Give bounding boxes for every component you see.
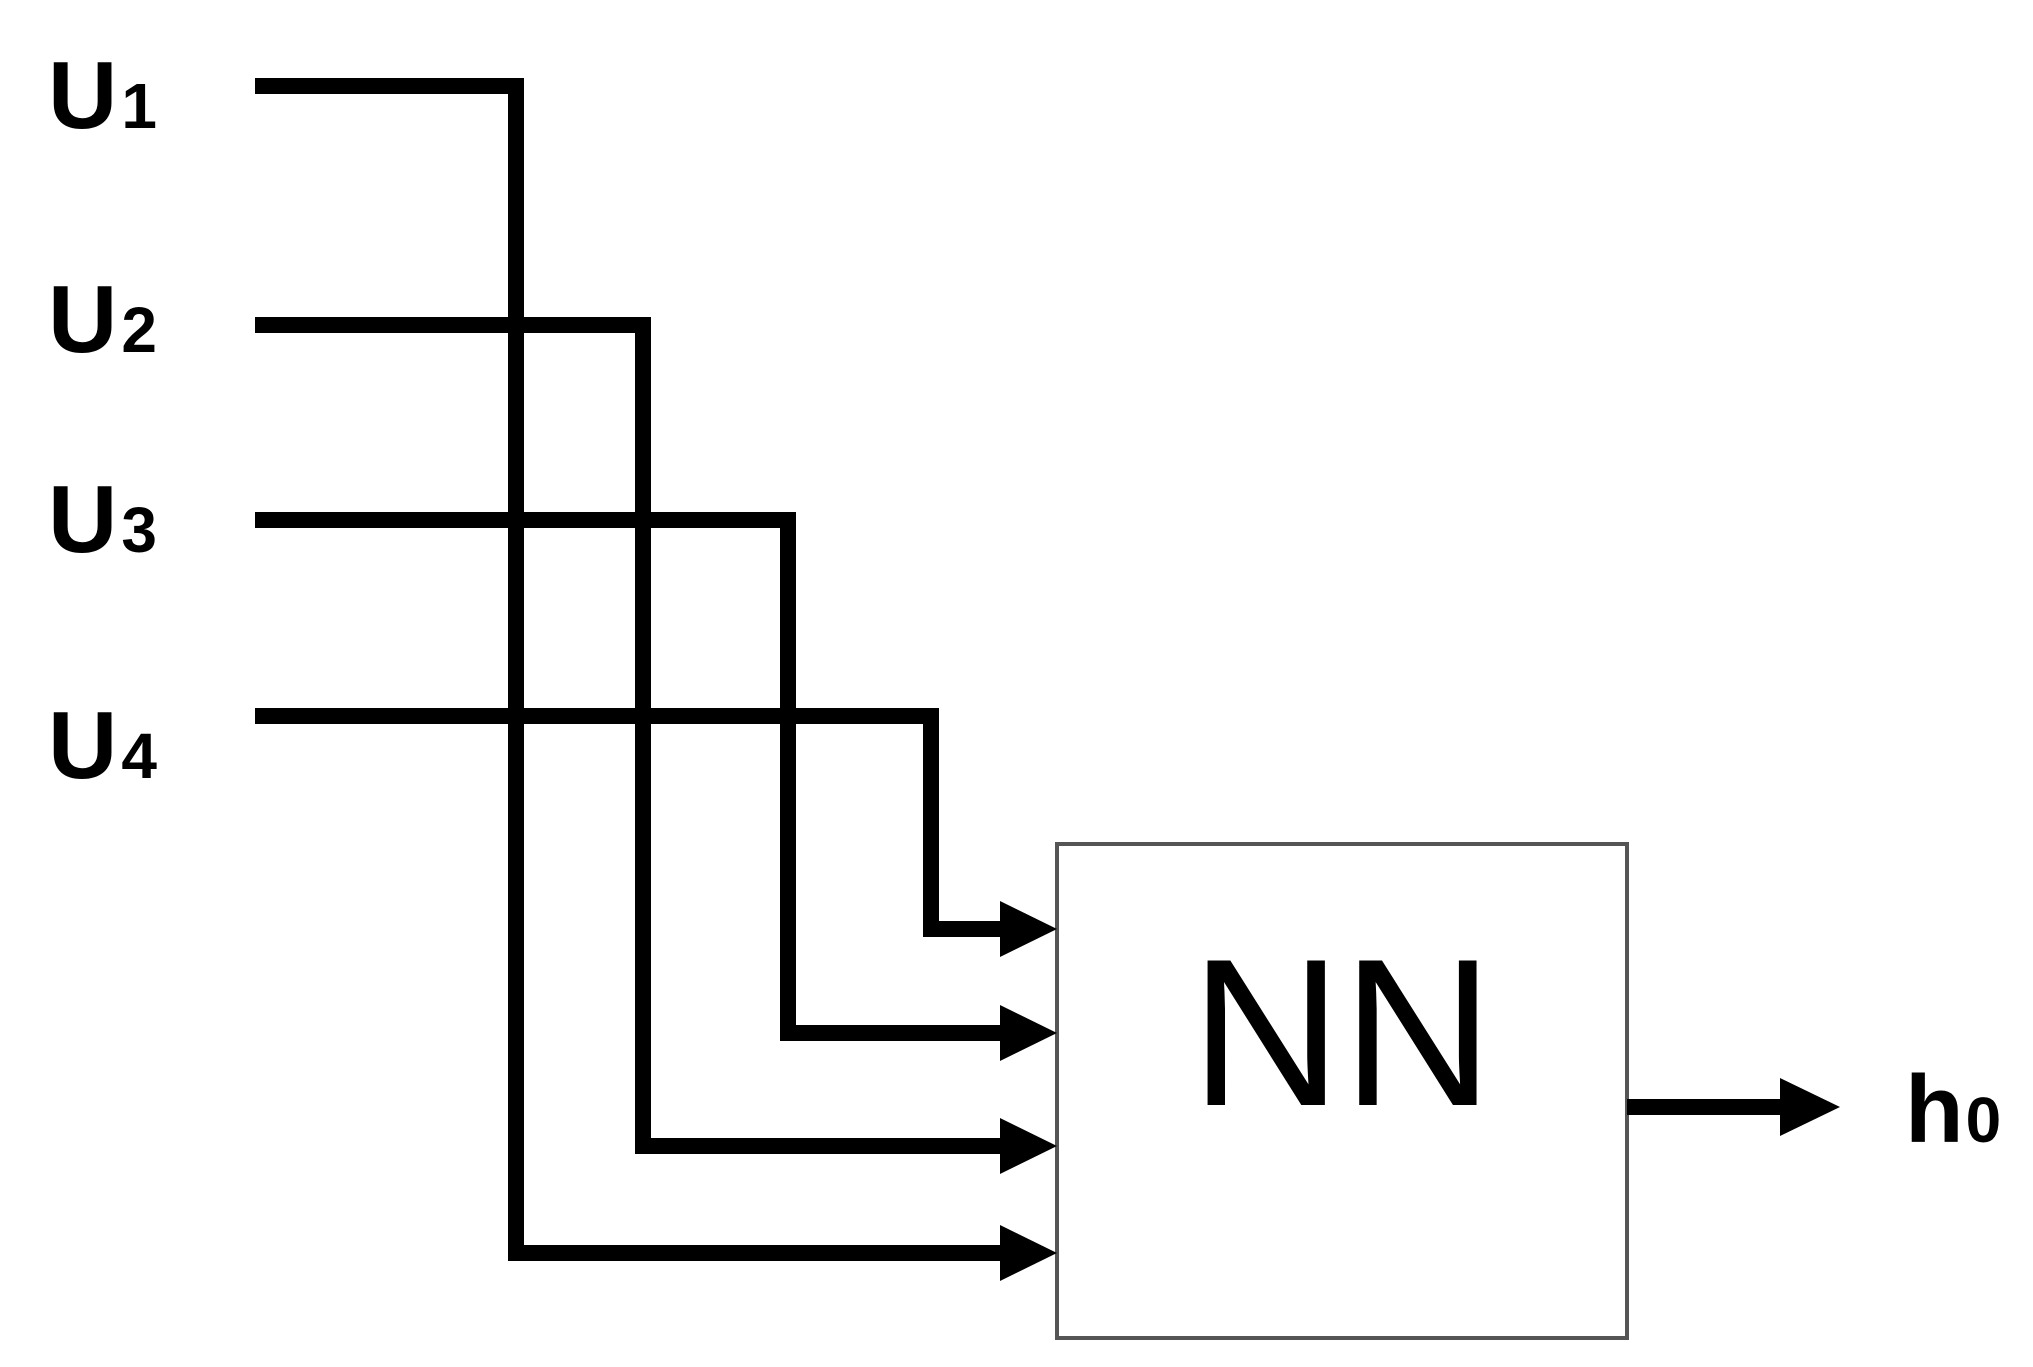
nn-block <box>1055 842 1629 1340</box>
wire-u3 <box>255 512 1005 1041</box>
input-label-u3: U3 <box>48 466 157 573</box>
input-arrowheads <box>1000 901 1057 1281</box>
arrow-head-u1 <box>1000 1225 1057 1281</box>
output-arrow-head <box>1780 1078 1840 1136</box>
arrow-head-u3 <box>1000 1005 1057 1061</box>
nn-block-label: NN <box>1190 915 1493 1150</box>
wire-u1 <box>255 78 1005 1261</box>
arrow-head-u4 <box>1000 901 1057 957</box>
wire-u4 <box>255 708 1005 937</box>
input-label-u4: U4 <box>48 692 157 799</box>
input-wires <box>255 78 1005 1261</box>
arrow-head-u2 <box>1000 1118 1057 1174</box>
wire-u2 <box>255 317 1005 1154</box>
input-label-u1: U1 <box>48 42 157 149</box>
input-label-u2: U2 <box>48 266 157 373</box>
output-label-h0: h0 <box>1905 1056 2001 1163</box>
